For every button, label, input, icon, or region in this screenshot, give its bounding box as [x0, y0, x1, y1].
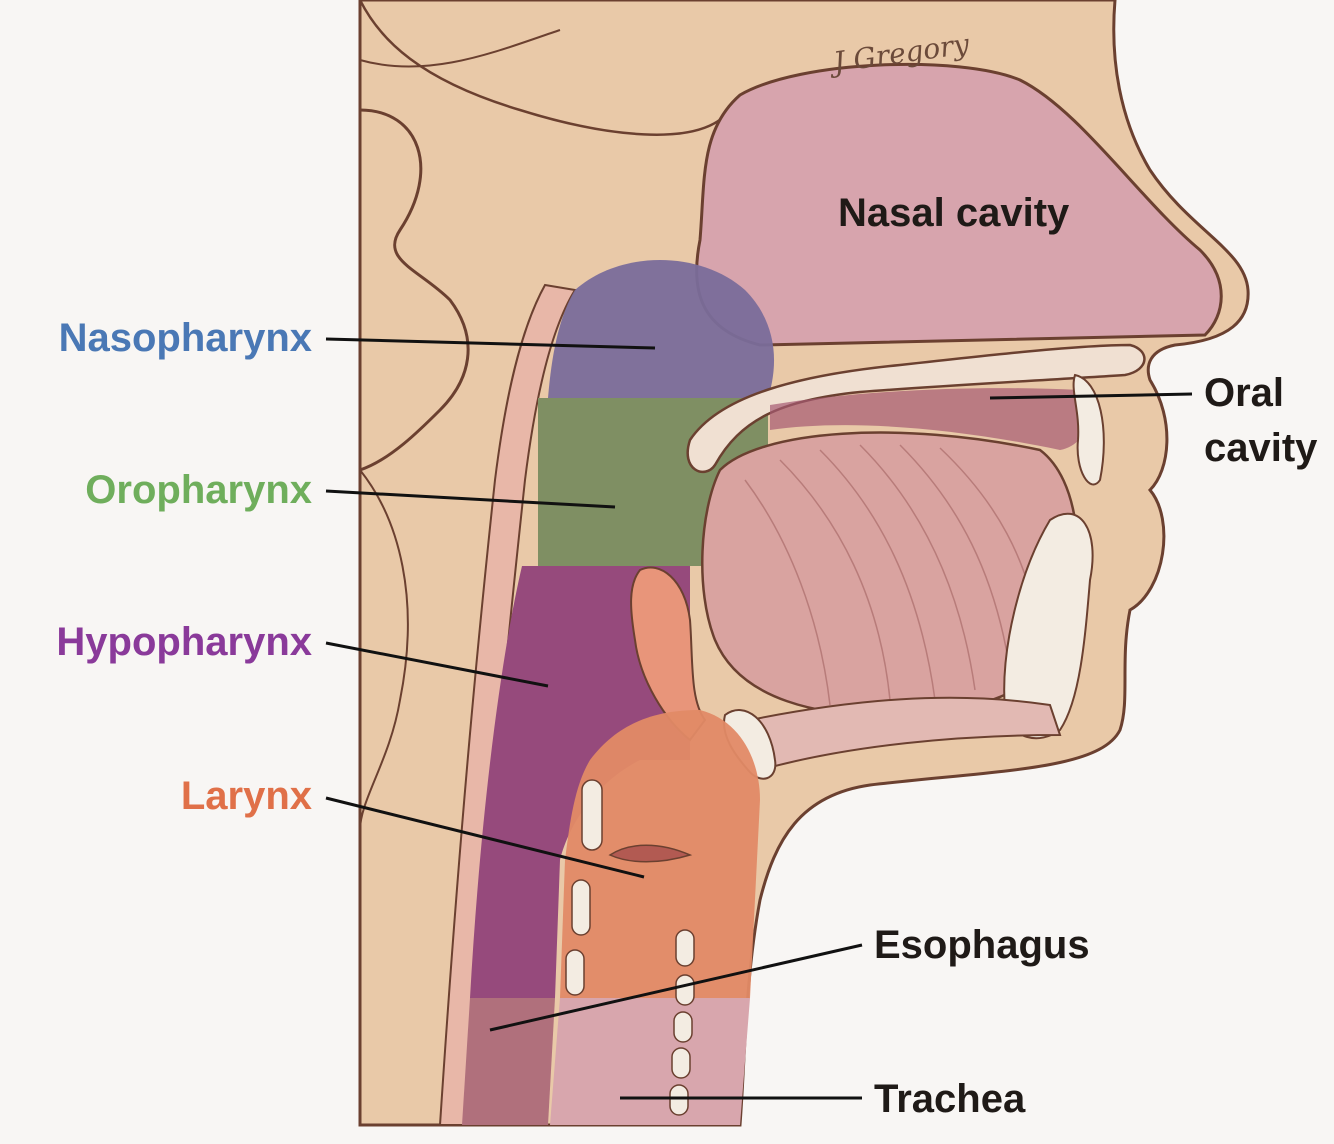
hypopharynx-label: Hypopharynx [56, 620, 312, 664]
larynx-label: Larynx [181, 774, 312, 818]
trachea-tube [550, 998, 750, 1125]
nasopharynx-label: Nasopharynx [59, 316, 312, 360]
esophagus-label: Esophagus [874, 923, 1090, 967]
oral-cavity-label-line1: Oral [1204, 371, 1284, 415]
oropharynx-label: Oropharynx [85, 468, 312, 512]
oral-cavity-label-line2: cavity [1204, 426, 1318, 470]
trachea-label: Trachea [874, 1077, 1026, 1121]
nasal-cavity-label: Nasal cavity [838, 191, 1070, 235]
